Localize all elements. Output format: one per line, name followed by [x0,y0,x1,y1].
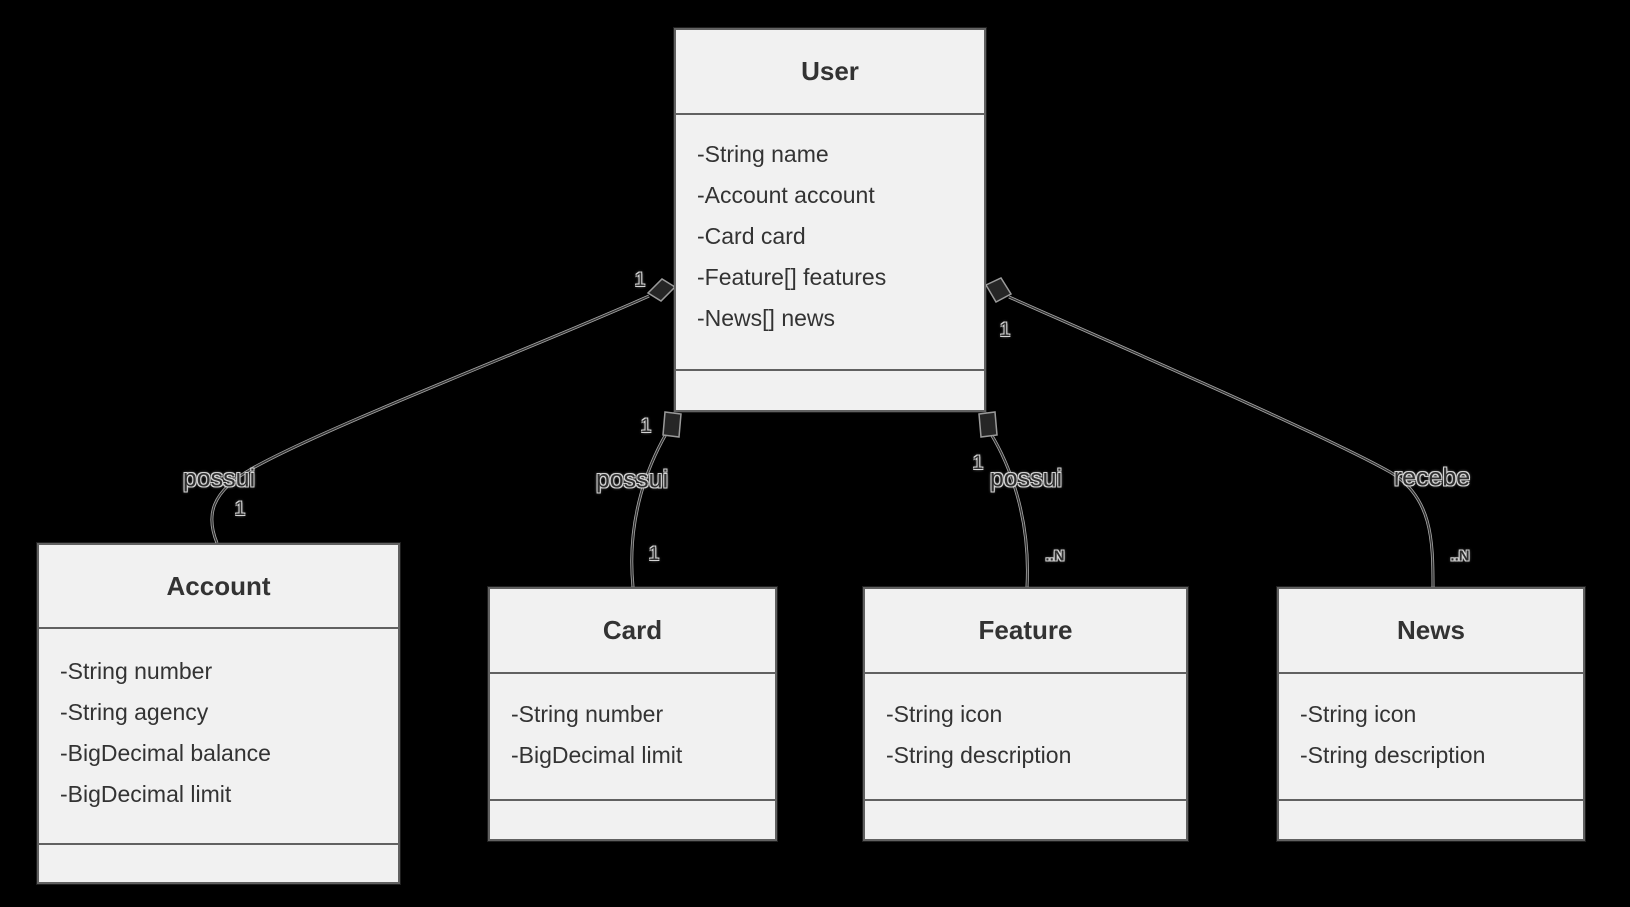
edge-user-account [210,278,677,544]
multiplicity-label-user-account-target: 1 [234,499,246,520]
class-attribute: -String icon [886,701,1003,727]
composition-diamond-user-card [662,411,682,438]
edge-user-card-line [631,433,667,588]
multiplicity-label-user-card-target: 1 [648,544,660,565]
class-title: Card [490,589,775,674]
multiplicity-label-user-card-source: 1 [640,416,652,437]
multiplicity-label-user-news-target: ..N [1450,547,1470,565]
edge-label-user-news: recebe [1393,463,1471,492]
edge-user-news-line [1008,296,1434,588]
class-attribute: -String number [511,701,664,727]
class-title: Account [39,545,398,629]
class-attribute: -String agency [60,699,209,725]
class-attributes-section: -String icon -String description [1279,674,1583,801]
edge-label-user-account: possui [182,464,256,493]
edge-user-news [984,277,1435,588]
class-box-news: News -String icon -String description [1277,587,1585,841]
multiplicity-label-user-feature-source: 1 [972,453,984,474]
edge-user-feature [978,411,1029,588]
edge-user-news-line-halo [1008,295,1435,588]
class-attribute: -String number [60,658,213,684]
class-attributes-section: -String number -String agency -BigDecima… [39,629,398,845]
class-attribute: -String description [886,742,1072,768]
class-box-card: Card -String number -BigDecimal limit [488,587,777,841]
class-methods-section [1279,801,1583,839]
class-attributes-section: -String name -Account account -Card card… [676,115,984,371]
edge-user-feature-line [990,433,1029,588]
class-attribute: -Account account [697,182,875,208]
class-attribute: -News[] news [697,305,836,331]
class-methods-section [865,801,1186,839]
multiplicity-label-user-account-source: 1 [634,270,646,291]
class-attribute: -BigDecimal balance [60,740,271,766]
edge-user-feature-line-halo [989,433,1029,588]
class-title: User [676,30,984,115]
class-attribute: -Card card [697,223,806,249]
class-box-account: Account -String number -String agency -B… [37,543,400,884]
class-title: News [1279,589,1583,674]
class-box-feature: Feature -String icon -String description [863,587,1188,841]
composition-diamond-user-news [984,277,1013,304]
class-methods-section [39,845,398,882]
class-attribute: -String description [1300,742,1486,768]
edge-label-user-card: possui [595,465,669,494]
edge-user-card [630,411,682,588]
class-attribute: -BigDecimal limit [511,742,683,768]
class-attribute: -BigDecimal limit [60,781,232,807]
class-attribute: -String name [697,141,829,167]
class-methods-section [676,371,984,410]
multiplicity-label-user-feature-target: ..N [1045,547,1065,565]
composition-diamond-user-feature [978,411,998,438]
class-attribute: -String icon [1300,701,1417,727]
edge-user-account-line-halo [210,294,650,544]
class-methods-section [490,801,775,839]
class-box-user: User -String name -Account account -Card… [674,28,986,412]
edge-label-user-feature: possui [989,464,1063,493]
edge-user-account-line [211,295,650,544]
composition-diamond-user-account [646,278,677,302]
class-attribute: -Feature[] features [697,264,887,290]
multiplicity-label-user-news-source: 1 [999,320,1011,341]
class-title: Feature [865,589,1186,674]
class-attributes-section: -String number -BigDecimal limit [490,674,775,801]
class-attributes-section: -String icon -String description [865,674,1186,801]
